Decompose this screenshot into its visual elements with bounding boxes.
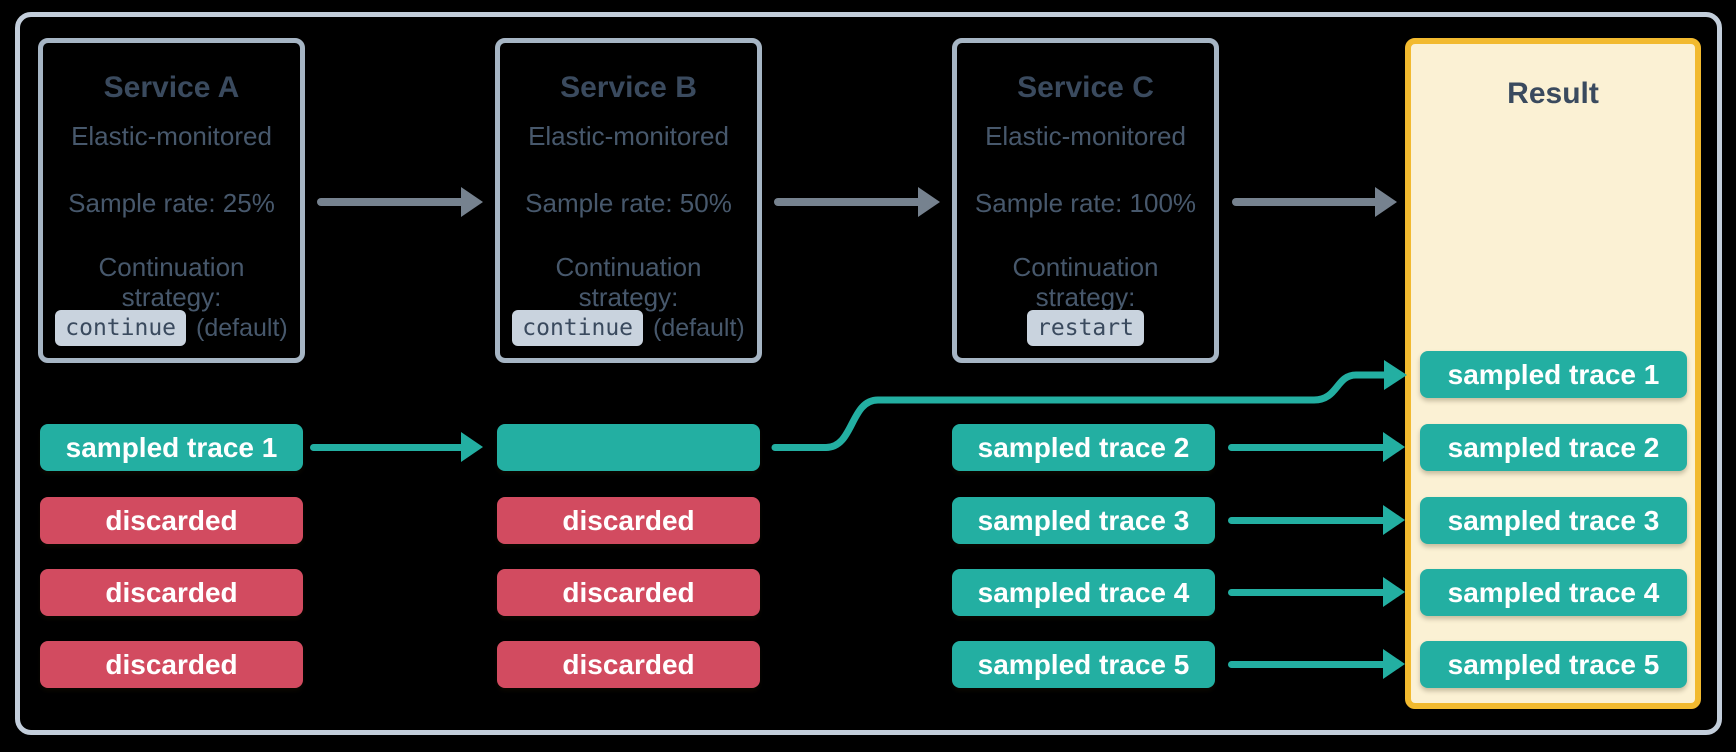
service-b-title: Service B	[560, 71, 697, 104]
service-c-strategy: restart	[957, 310, 1214, 346]
service-a-strategy: continue (default)	[43, 310, 300, 346]
result-sampled-trace-pill: sampled trace 5	[1420, 641, 1687, 688]
arrow-trace3-to-result-icon	[1228, 505, 1405, 535]
arrow-trace4-to-result-icon	[1228, 577, 1405, 607]
arrow-c-to-result-icon	[1232, 187, 1397, 217]
service-a-discarded-pill: discarded	[40, 569, 303, 616]
service-a-strategy-badge: continue	[55, 310, 187, 346]
arrow-a-to-b-icon	[317, 187, 483, 217]
arrow-trace2-to-result-icon	[1228, 432, 1405, 462]
service-b-discarded-pill: discarded	[497, 569, 760, 616]
service-a-discarded-pill: discarded	[40, 641, 303, 688]
service-c-monitored: Elastic-monitored	[985, 121, 1186, 151]
arrow-trace5-to-result-icon	[1228, 649, 1405, 679]
result-title: Result	[1507, 77, 1599, 110]
service-a-continuation-label: Continuation strategy:	[98, 252, 245, 312]
service-a-monitored: Elastic-monitored	[71, 121, 272, 151]
result-sampled-trace-pill: sampled trace 3	[1420, 497, 1687, 544]
service-c-sampled-trace-pill: sampled trace 5	[952, 641, 1215, 688]
service-c-sampled-trace-pill: sampled trace 4	[952, 569, 1215, 616]
service-c-title: Service C	[1017, 71, 1154, 104]
service-a-sample-rate: Sample rate: 25%	[68, 188, 275, 218]
service-b-sampled-trace-pill	[497, 424, 760, 471]
result-sampled-trace-pill: sampled trace 1	[1420, 351, 1687, 398]
service-b-sample-rate: Sample rate: 50%	[525, 188, 732, 218]
service-b-box: Service B Elastic-monitored Sample rate:…	[495, 38, 762, 363]
service-b-strategy-badge: continue	[512, 310, 644, 346]
service-c-box: Service C Elastic-monitored Sample rate:…	[952, 38, 1219, 363]
service-a-strategy-note: (default)	[196, 313, 288, 342]
arrow-trace-a-to-b-icon	[310, 432, 483, 462]
arrow-b-to-c-icon	[774, 187, 940, 217]
service-c-continuation-label: Continuation strategy:	[1012, 252, 1159, 312]
service-b-strategy: continue (default)	[500, 310, 757, 346]
service-a-sampled-trace-pill: sampled trace 1	[40, 424, 303, 471]
service-a-discarded-pill: discarded	[40, 497, 303, 544]
service-b-discarded-pill: discarded	[497, 497, 760, 544]
service-b-continuation-label: Continuation strategy:	[555, 252, 702, 312]
diagram-frame	[15, 12, 1722, 735]
service-a-title: Service A	[103, 71, 240, 104]
service-a-box: Service A Elastic-monitored Sample rate:…	[38, 38, 305, 363]
service-b-monitored: Elastic-monitored	[528, 121, 729, 151]
service-c-strategy-badge: restart	[1027, 310, 1144, 346]
service-c-sampled-trace-pill: sampled trace 2	[952, 424, 1215, 471]
service-c-sampled-trace-pill: sampled trace 3	[952, 497, 1215, 544]
result-sampled-trace-pill: sampled trace 4	[1420, 569, 1687, 616]
result-sampled-trace-pill: sampled trace 2	[1420, 424, 1687, 471]
service-b-strategy-note: (default)	[653, 313, 745, 342]
service-c-sample-rate: Sample rate: 100%	[974, 188, 1197, 218]
service-b-discarded-pill: discarded	[497, 641, 760, 688]
